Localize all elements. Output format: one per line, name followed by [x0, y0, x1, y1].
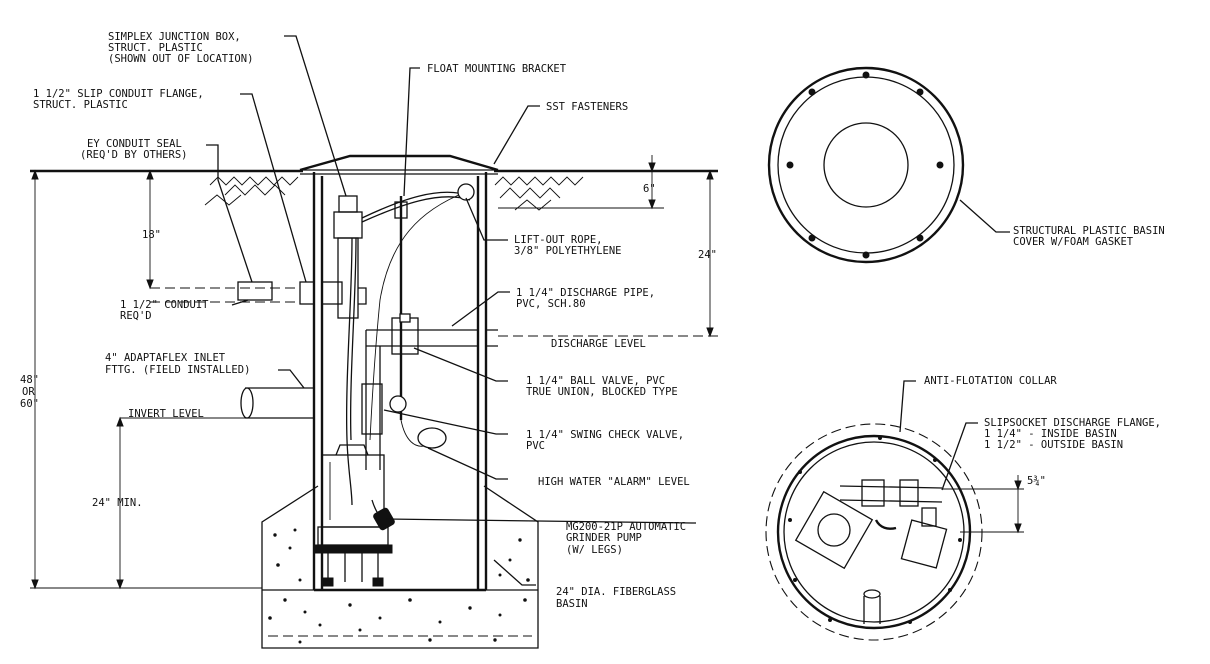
- invert-level-label: INVERT LEVEL: [128, 408, 204, 420]
- cover-top-view: [767, 66, 1010, 264]
- ball-valve-label-1: 1 1/4" BALL VALVE, PVC: [526, 375, 665, 387]
- slipsocket-flange-label-1: SLIPSOCKET DISCHARGE FLANGE,: [984, 417, 1161, 429]
- discharge-level-label: DISCHARGE LEVEL: [551, 338, 646, 350]
- basin-height-dimension-1: 48": [20, 374, 39, 386]
- ey-conduit-seal-label-2: (REQ'D BY OTHERS): [80, 149, 187, 161]
- conduit-label-1: 1 1/2" CONDUIT: [120, 299, 209, 311]
- min-below-invert-dimension: 24" MIN.: [92, 497, 143, 509]
- fiberglass-basin-label-2: BASIN: [556, 598, 588, 610]
- grinder-pump-label-2: GRINDER PUMP: [566, 532, 642, 544]
- top-depth-dimension: 6": [643, 183, 656, 195]
- ground-surface: [30, 169, 718, 211]
- adaptaflex-inlet-label-2: FTTG. (FIELD INSTALLED): [105, 364, 250, 376]
- swing-check-valve-label-2: PVC: [526, 440, 545, 452]
- conduit-depth-dimension: 18": [142, 229, 161, 241]
- slipsocket-flange-label-2: 1 1/4" - INSIDE BASIN: [984, 428, 1117, 440]
- discharge-depth-dimension: 24": [698, 249, 717, 261]
- adaptaflex-inlet-label-1: 4" ADAPTAFLEX INLET: [105, 352, 226, 364]
- section-view: [30, 35, 718, 649]
- ball-valve-label-2: TRUE UNION, BLOCKED TYPE: [526, 386, 678, 398]
- float-mounting-bracket: [394, 196, 408, 420]
- fiberglass-basin: [299, 154, 499, 592]
- conduit-label-2: REQ'D: [120, 310, 152, 322]
- anti-flotation-collar-label: ANTI-FLOTATION COLLAR: [924, 375, 1057, 387]
- grinder-pump-label-3: (W/ LEGS): [566, 544, 623, 556]
- lift-out-rope-label-1: LIFT-OUT ROPE,: [514, 234, 603, 246]
- grinder-pump-label-1: MG200-21P AUTOMATIC: [566, 521, 686, 533]
- callout-labels: SIMPLEX JUNCTION BOX, STRUCT. PLASTIC (S…: [33, 31, 1165, 610]
- discharge-piping: [361, 313, 498, 470]
- dimension-lines: [30, 155, 718, 590]
- junction-box-label-2: STRUCT. PLASTIC: [108, 42, 203, 54]
- basin-cover-label-2: COVER W/FOAM GASKET: [1013, 236, 1134, 248]
- lift-out-rope-label-2: 3/8" POLYETHYLENE: [514, 245, 621, 257]
- dimension-labels: 6" 18" 24" 48" OR 60" 24" MIN. 5¾": [20, 183, 1046, 509]
- float-mounting-bracket-label: FLOAT MOUNTING BRACKET: [427, 63, 567, 75]
- slipsocket-flange-label-3: 1 1/2" - OUTSIDE BASIN: [984, 439, 1123, 451]
- junction-box-label-3: (SHOWN OUT OF LOCATION): [108, 53, 253, 65]
- slip-conduit-flange-label-1: 1 1/2" SLIP CONDUIT FLANGE,: [33, 88, 204, 100]
- basin-plan-view: [765, 380, 1024, 641]
- leader-lines: [206, 35, 696, 586]
- junction-box-label-1: SIMPLEX JUNCTION BOX,: [108, 31, 241, 43]
- discharge-pipe-label-1: 1 1/4" DISCHARGE PIPE,: [516, 287, 655, 299]
- slip-conduit-flange-label-2: STRUCT. PLASTIC: [33, 99, 128, 111]
- swing-check-valve-label-1: 1 1/4" SWING CHECK VALVE,: [526, 429, 684, 441]
- basin-cover-label-1: STRUCTURAL PLASTIC BASIN: [1013, 225, 1165, 237]
- sst-fasteners-label: SST FASTENERS: [546, 101, 628, 113]
- conduit: [150, 281, 343, 305]
- flange-offset-dimension: 5¾": [1027, 475, 1046, 487]
- junction-box: [333, 195, 367, 319]
- lift-out-rope: [369, 191, 467, 441]
- grinder-pump: [313, 444, 395, 587]
- ey-conduit-seal-label-1: EY CONDUIT SEAL: [87, 138, 182, 150]
- high-water-alarm-label: HIGH WATER "ALARM" LEVEL: [538, 476, 690, 488]
- basin-height-dimension-3: 60": [20, 398, 39, 410]
- adaptaflex-inlet-pipe: [240, 387, 314, 419]
- discharge-pipe-label-2: PVC, SCH.80: [516, 298, 586, 310]
- rope-handle: [457, 183, 475, 201]
- concrete-collar: [261, 485, 539, 649]
- basin-height-dimension-2: OR: [22, 386, 35, 398]
- float-switch: [389, 395, 447, 449]
- fiberglass-basin-label-1: 24" DIA. FIBERGLASS: [556, 586, 676, 598]
